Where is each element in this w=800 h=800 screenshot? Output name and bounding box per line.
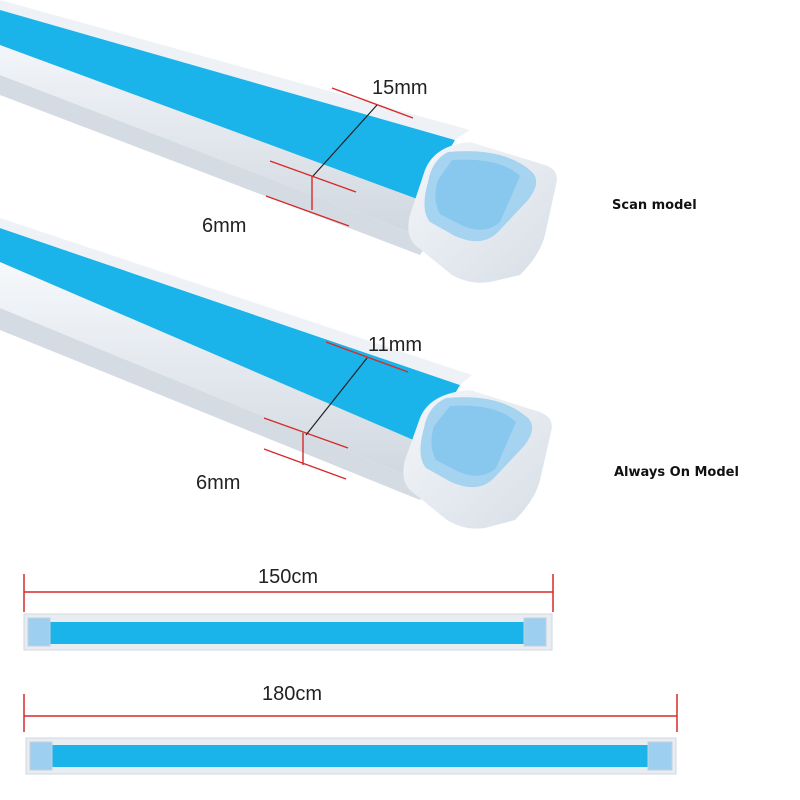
length-label: 150cm [258,566,318,588]
tube-side [0,308,430,500]
flat-strip [25,737,677,775]
height-dimension: 6mm [196,433,347,494]
model-label: Always On Model [614,465,739,480]
width-label: 15mm [372,77,428,99]
width-dimension: 11mm [263,334,422,449]
height-label: 6mm [202,215,246,237]
tube-highlight [0,0,470,140]
flat-strip [23,613,553,651]
height-label: 6mm [196,472,240,494]
tube-body [0,262,470,485]
width-label: 11mm [368,334,422,356]
tube-highlight [0,218,472,385]
end-cap [403,390,552,529]
width-dimension: 15mm [269,77,428,193]
led-strip-blue [0,228,460,445]
end-cap [408,142,557,283]
length-150cm: 150cm [23,566,554,651]
height-dimension: 6mm [202,176,350,237]
led-strip-blue [0,8,455,200]
length-180cm: 180cm [23,683,678,775]
model-label: Scan model [612,198,697,213]
tube-side [0,75,430,255]
length-label: 180cm [262,683,322,705]
strip-always-on-model: 11mm 6mm Always On Model [0,218,739,529]
strip-scan-model: 15mm 6mm Scan model [0,0,697,283]
